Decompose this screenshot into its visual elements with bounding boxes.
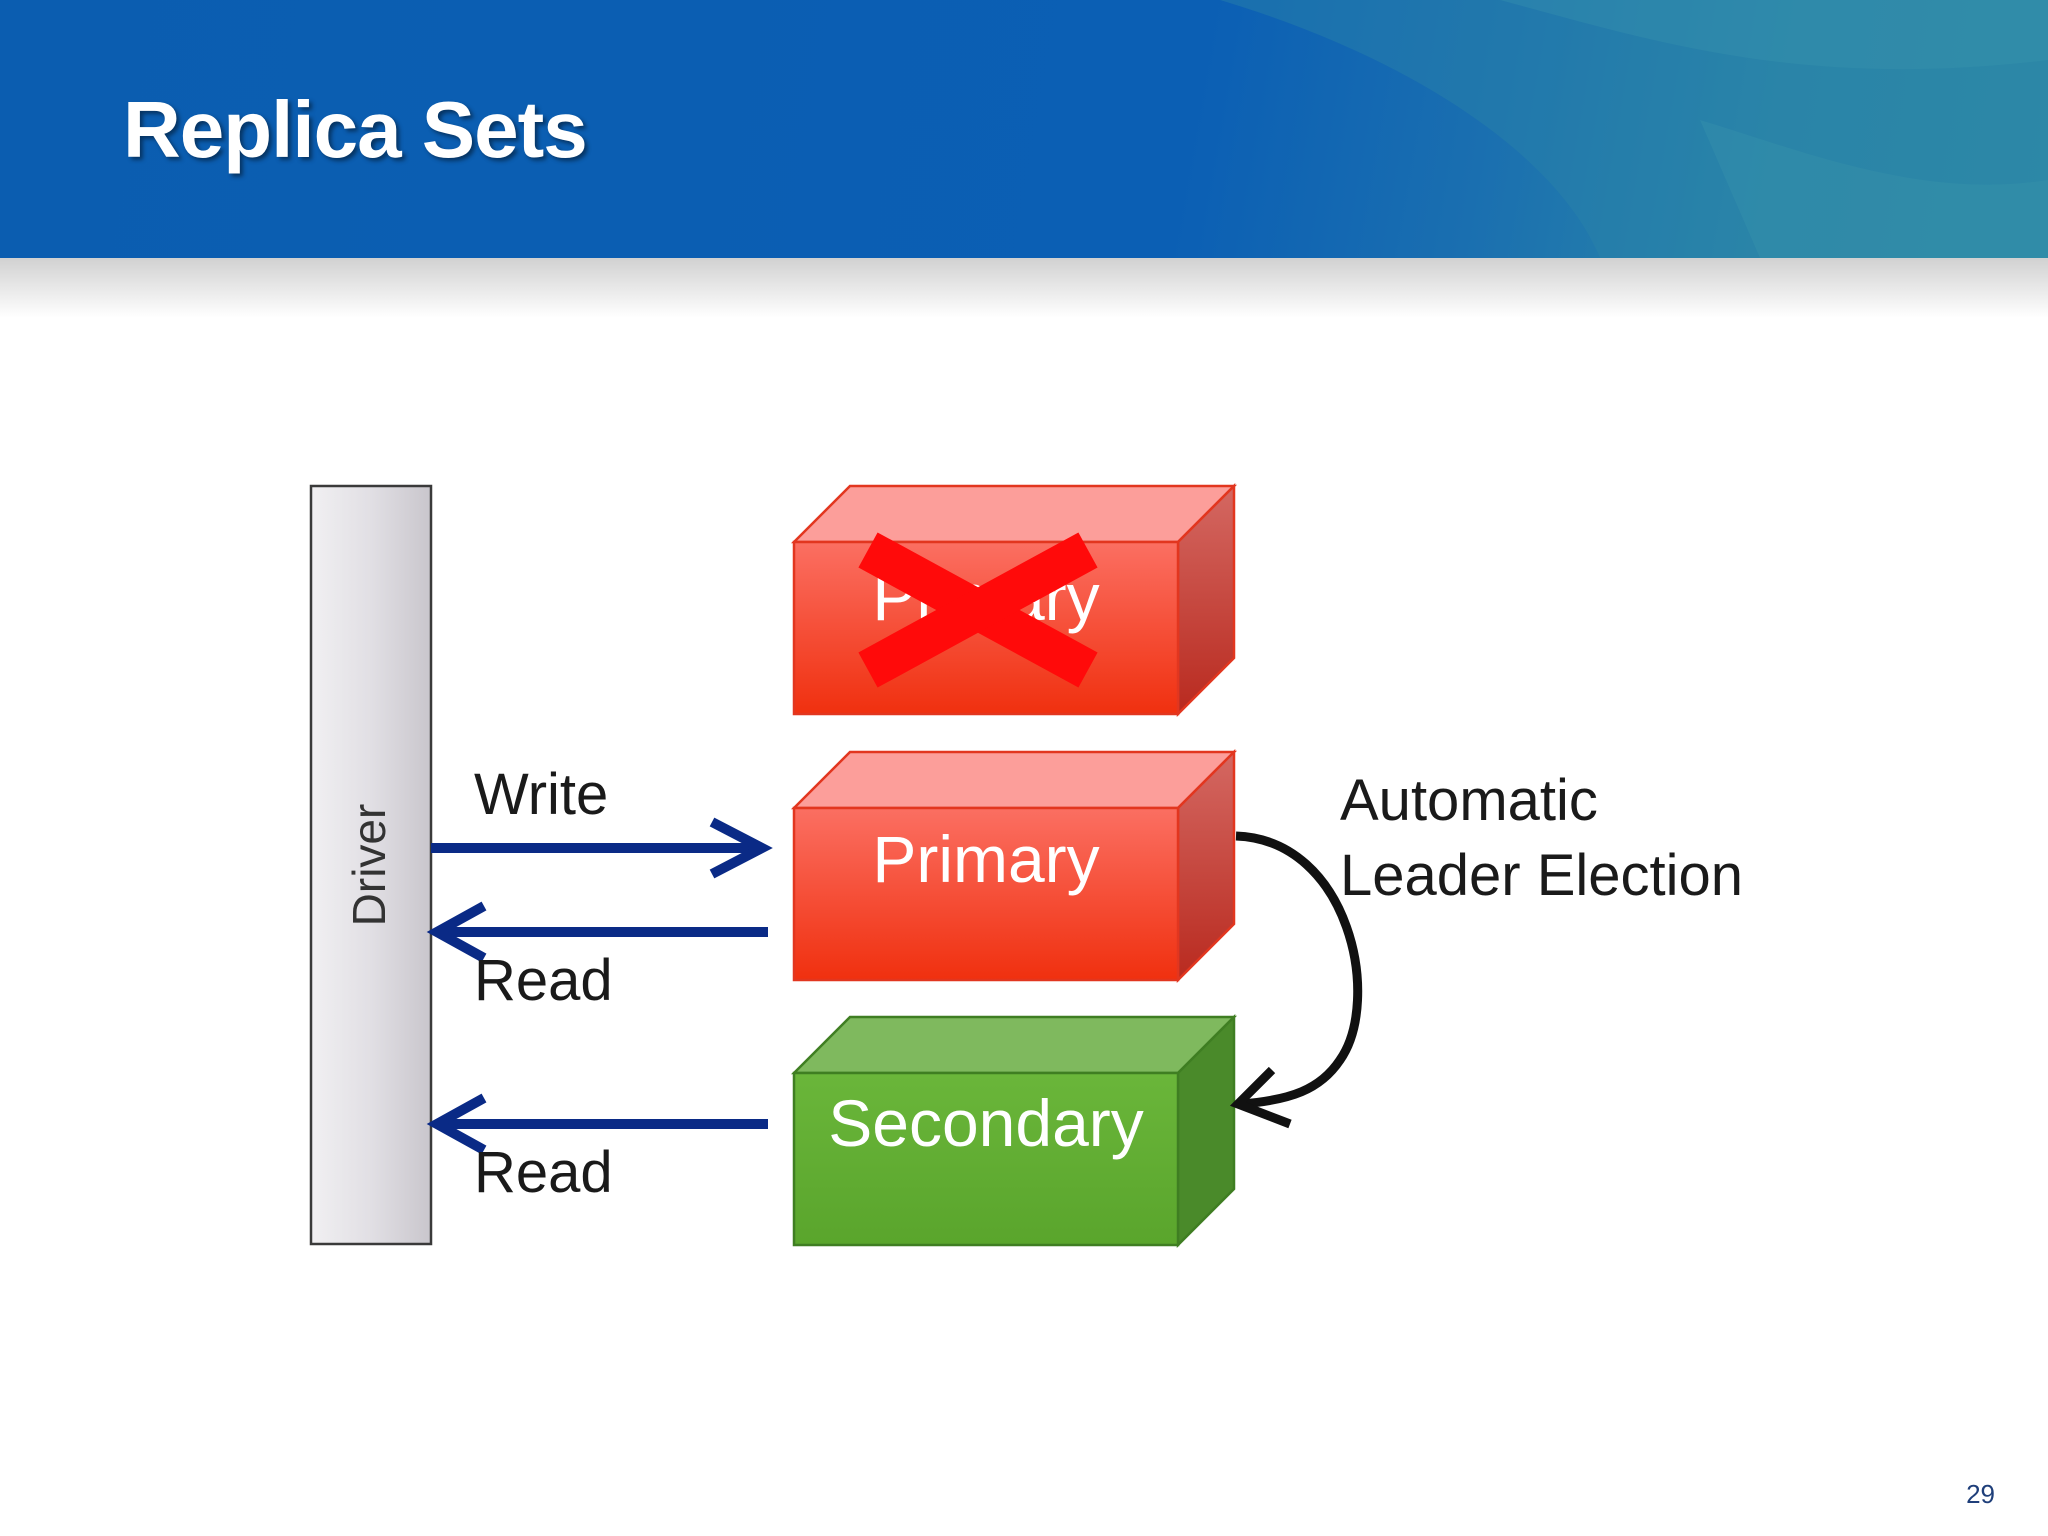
page-number: 29 bbox=[1966, 1479, 1995, 1509]
secondary-label: Secondary bbox=[828, 1086, 1144, 1160]
primary-label: Primary bbox=[872, 822, 1099, 896]
driver-label: Driver bbox=[343, 804, 395, 927]
slide-header: Replica Sets bbox=[0, 0, 2048, 258]
cross-icon bbox=[858, 532, 1098, 688]
read-arrow-secondary bbox=[426, 1093, 768, 1155]
header-swoosh-decoration bbox=[1220, 0, 2048, 258]
primary-node: Primary bbox=[790, 748, 1238, 984]
read-arrow-primary bbox=[426, 901, 768, 963]
page-title: Replica Sets bbox=[123, 85, 588, 174]
write-arrow bbox=[431, 817, 773, 879]
write-label: Write bbox=[474, 762, 608, 827]
election-arrow bbox=[1229, 831, 1363, 1129]
secondary-node: Secondary bbox=[790, 1013, 1238, 1249]
failed-primary-node: Primary bbox=[790, 482, 1238, 718]
read-label-secondary: Read bbox=[474, 1140, 613, 1205]
header-shadow bbox=[0, 258, 2048, 318]
election-label-line1: Automatic bbox=[1340, 768, 1598, 833]
election-label-line2: Leader Election bbox=[1340, 843, 1743, 908]
driver-bar: Driver bbox=[309, 484, 433, 1246]
read-label-primary: Read bbox=[474, 948, 613, 1013]
